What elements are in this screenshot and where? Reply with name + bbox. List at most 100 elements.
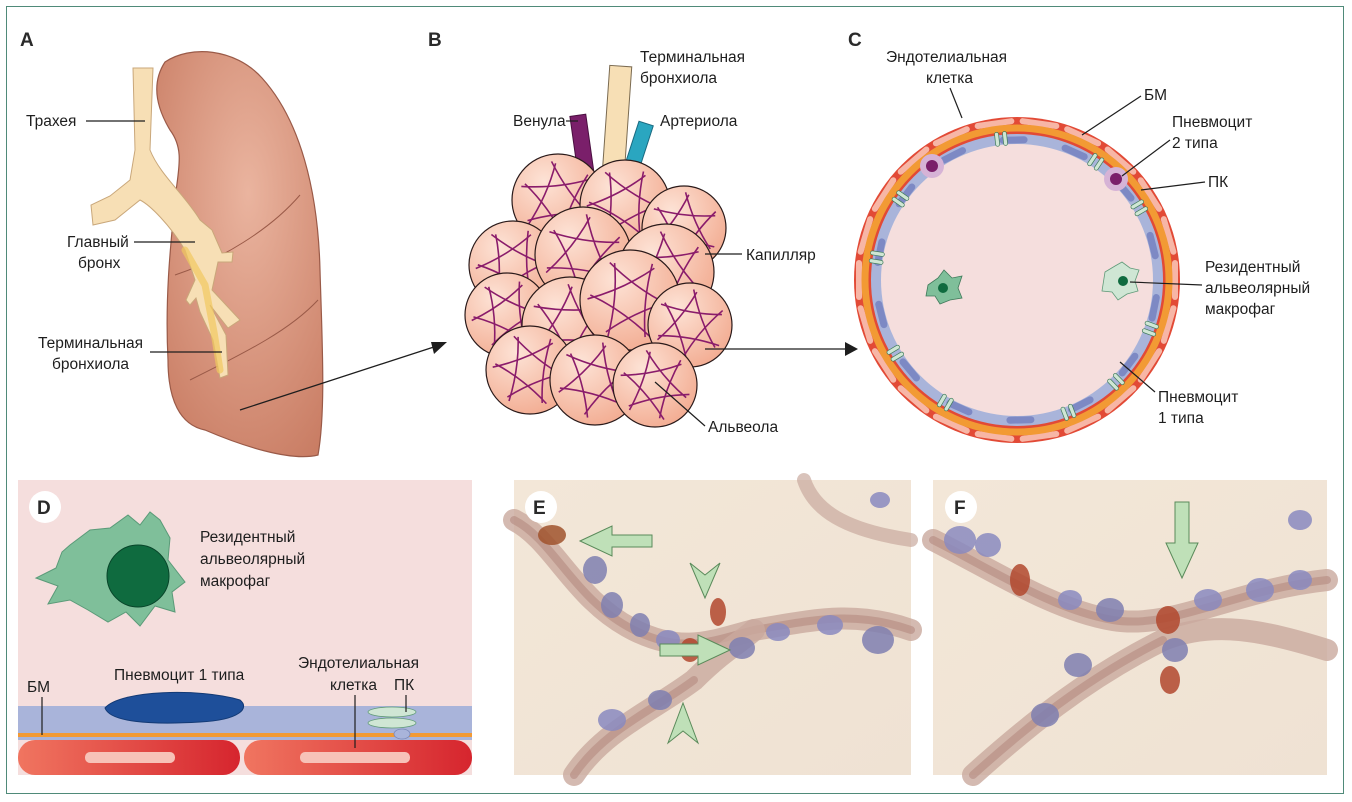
pneumocyte-1-nucleus (940, 147, 967, 164)
cell-nucleus (817, 615, 843, 635)
panel-letter-b: B (428, 30, 442, 51)
lung-illustration (156, 51, 324, 458)
alveolus (612, 342, 698, 428)
pneumocyte-1-nucleus (1148, 294, 1160, 322)
basement-membrane-d (18, 733, 472, 737)
tight-junction (936, 393, 954, 412)
label-terminal-bronchiole-b-2: бронхиола (640, 70, 717, 87)
label-trachea: Трахея (26, 113, 76, 130)
basement-membrane-ring (861, 124, 1173, 436)
label-pk-c: ПК (1208, 174, 1228, 191)
cell-nucleus (862, 626, 894, 654)
label-main-bronchus-2: бронх (78, 255, 121, 272)
cell-nucleus (1010, 564, 1030, 596)
label-pneumocyte2-2: 2 типа (1172, 135, 1218, 152)
pneumocyte-1-nucleus (1006, 416, 1035, 424)
alveoli-cluster (464, 153, 733, 428)
endothelial-cells (856, 118, 1178, 442)
panel-a: A Трахея Главный бронх Терминальная брон… (20, 30, 447, 458)
panel-letter-f-badge (945, 491, 977, 523)
endothelial-cell (857, 216, 874, 255)
label-pneumocyte1-c-1: Пневмоцит (1158, 389, 1238, 406)
endothelial-cell (1019, 430, 1060, 442)
label-bm-d: БМ (27, 679, 50, 696)
cell-nucleus (729, 637, 755, 659)
label-terminal-bronchiole-b-1: Терминальная (640, 49, 745, 66)
label-macrophage-d-1: Резидентный (200, 529, 295, 546)
cell-nucleus (870, 492, 890, 508)
tight-junction (868, 250, 885, 265)
tight-junction (1087, 153, 1105, 171)
endothelial-cell (857, 305, 874, 344)
endothelial-cell (871, 177, 897, 212)
endothelial-cell (1019, 118, 1060, 130)
tight-junction-d (367, 706, 417, 718)
cell-nucleus (598, 709, 626, 731)
pneumocyte-1-nucleus (899, 358, 920, 382)
cell-nucleus (1058, 590, 1082, 610)
cell-nucleus (766, 623, 790, 641)
label-alveolus: Альвеола (708, 419, 778, 436)
endothelial-cell (1104, 146, 1137, 175)
pneumocyte-1-nucleus (104, 691, 245, 724)
tight-junction (886, 344, 905, 362)
endothelial-cell (856, 260, 862, 300)
pneumocyte-1-nucleus (1067, 396, 1094, 413)
label-pk-d: ПК (394, 677, 414, 694)
pneumocyte-1-nucleus (1061, 144, 1088, 161)
endothelial-cell (1137, 348, 1163, 383)
arrowhead-acinus-to-alveolus (845, 342, 858, 356)
tight-junctions (868, 131, 1159, 421)
label-macrophage-d-2: альвеолярный (200, 551, 305, 568)
panel-letter-e-badge (525, 491, 557, 523)
panel-letter-e: E (533, 498, 546, 519)
label-pneumocyte1-c-2: 1 типа (1158, 410, 1204, 427)
label-venule: Венула (513, 113, 566, 130)
cell-nucleus (1194, 589, 1222, 611)
panel-letter-a: A (20, 30, 34, 51)
label-macrophage-d-3: макрофаг (200, 573, 271, 590)
cell-nucleus (1096, 598, 1124, 622)
label-terminal-bronchiole-a-1: Терминальная (38, 335, 143, 352)
endothelial-cell (871, 348, 897, 383)
panel-d: D Резидентный альвеолярный макрофаг Пнев… (18, 480, 472, 775)
cell-nucleus (630, 613, 650, 637)
endothelial-cell (974, 430, 1015, 442)
tight-junction (1141, 320, 1159, 337)
label-pneumocyte1-d: Пневмоцит 1 типа (114, 667, 245, 684)
arrowhead-marker-e-1 (689, 562, 721, 600)
label-arteriole: Артериола (660, 113, 738, 130)
endothelial-cell (897, 385, 930, 414)
macrophage-nucleus (1118, 276, 1128, 286)
cell-nucleus (601, 592, 623, 618)
endothelial-cell (1160, 305, 1177, 344)
pneumocyte-1-nucleus (1146, 231, 1159, 260)
label-endothelial-d-1: Эндотелиальная (298, 655, 419, 672)
endothelial-cell (1172, 260, 1178, 300)
tight-junction (891, 190, 910, 208)
endothelial-cell (1104, 385, 1137, 414)
tight-junction (1130, 199, 1148, 217)
tight-junction-d (367, 717, 417, 729)
endothelial-cell (932, 126, 970, 147)
endothelial-cell (932, 413, 970, 434)
endothelial-cell (1064, 413, 1102, 434)
label-macrophage-c-3: макрофаг (1205, 301, 1276, 318)
alveolar-space (881, 144, 1153, 416)
cell-nucleus (975, 533, 1001, 557)
cell-nucleus (1156, 606, 1180, 634)
panel-letter-c: C (848, 30, 862, 51)
macrophage-d-nucleus (106, 544, 170, 608)
arrow-marker-e-2 (659, 634, 732, 666)
label-terminal-bronchiole-a-2: бронхиола (52, 356, 129, 373)
label-macrophage-c-1: Резидентный (1205, 259, 1300, 276)
pneumocyte-1-nucleus (1118, 352, 1139, 377)
endothelial-cell (974, 118, 1015, 130)
label-endothelial-d-2: клетка (330, 677, 377, 694)
arrowhead-lung-to-acinus (431, 342, 447, 354)
panel-f: F (922, 480, 1338, 786)
arrow-marker-e-1 (578, 525, 653, 557)
cell-nucleus (1246, 578, 1274, 602)
tight-junction (994, 131, 1008, 147)
pneumocyte-2-nucleus (1110, 173, 1122, 185)
